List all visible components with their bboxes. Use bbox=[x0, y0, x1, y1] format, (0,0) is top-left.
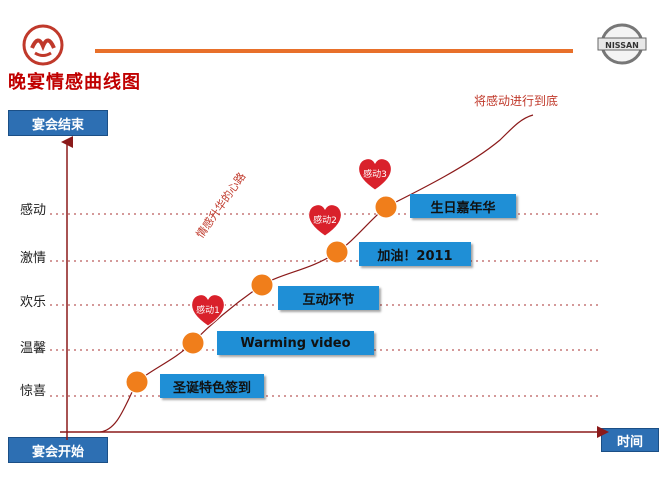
level-label-jiqing: 激情 bbox=[20, 251, 47, 266]
stage-box-christmas-checkin: 圣诞特色签到 bbox=[160, 374, 264, 398]
heart-icon-1 bbox=[191, 294, 225, 327]
level-label-huanle: 欢乐 bbox=[20, 295, 47, 310]
svg-text:NISSAN: NISSAN bbox=[605, 41, 639, 50]
heart-label-1: 感动1 bbox=[196, 304, 220, 316]
curve-end-note: 将感动进行到底 bbox=[474, 94, 559, 108]
header-divider bbox=[95, 49, 573, 53]
dongfeng-logo bbox=[22, 24, 64, 66]
heart-icon-2 bbox=[308, 204, 342, 237]
stage-box-cheer-2011: 加油！2011 bbox=[359, 242, 471, 266]
axis-bottom-label: 宴会开始 bbox=[8, 437, 108, 463]
milestone-circle-5 bbox=[374, 195, 398, 219]
nissan-logo: NISSAN bbox=[596, 22, 648, 66]
axis-top-label: 宴会结束 bbox=[8, 110, 108, 136]
heart-label-2: 感动2 bbox=[313, 214, 337, 226]
heart-label-3: 感动3 bbox=[363, 168, 387, 180]
page-title: 晚宴情感曲线图 bbox=[8, 72, 141, 93]
stage-box-interaction: 互动环节 bbox=[278, 286, 379, 310]
milestone-circle-3 bbox=[250, 273, 274, 297]
heart-icon-3 bbox=[358, 158, 392, 191]
level-label-wenxin: 温馨 bbox=[20, 341, 47, 356]
level-label-gandong: 感动 bbox=[20, 203, 47, 218]
axis-time-label: 时间 bbox=[601, 428, 659, 452]
milestone-circle-2 bbox=[181, 331, 205, 355]
stage-box-birthday-carnival: 生日嘉年华 bbox=[410, 194, 516, 218]
milestone-circle-4 bbox=[325, 240, 349, 264]
level-label-jingxi: 惊喜 bbox=[20, 384, 47, 399]
stage-box-warming-video: Warming video bbox=[217, 331, 374, 355]
milestone-circle-1 bbox=[125, 370, 149, 394]
